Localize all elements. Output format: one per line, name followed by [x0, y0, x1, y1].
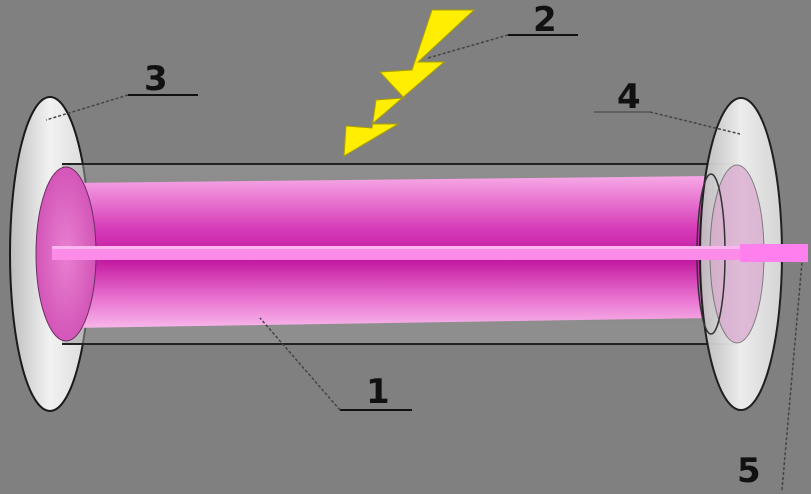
label-4: 4: [617, 77, 641, 117]
label-5: 5: [737, 451, 761, 491]
leader-line-4: [649, 111, 741, 135]
laser-beam-output: [740, 244, 808, 262]
label-3: 3: [144, 59, 168, 99]
leader-line-5: [781, 261, 803, 491]
lightning-bolt-icon: [343, 9, 476, 157]
label-1: 1: [366, 372, 390, 412]
leader-line-2: [427, 34, 509, 59]
label-2: 2: [533, 0, 557, 40]
leader-line-3: [45, 94, 129, 121]
laser-beam-inner: [52, 246, 740, 260]
laser-beam-highlight: [52, 246, 740, 249]
leader-line-1: [259, 317, 341, 411]
